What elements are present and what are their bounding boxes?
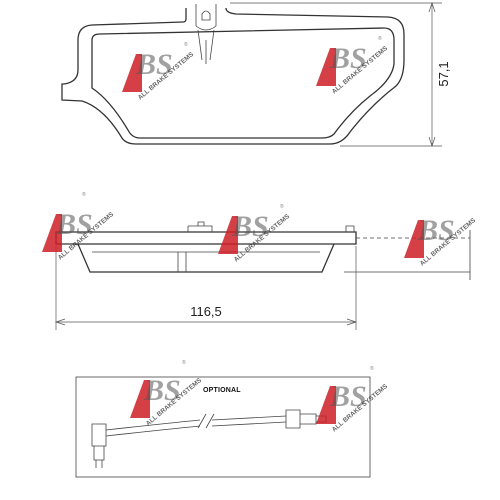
abs-watermark-logo: ALL BRAKE SYSTEMS ® (130, 359, 204, 428)
svg-text:®: ® (378, 35, 382, 42)
mounting-clip (195, 4, 217, 61)
abs-watermark-logo: ALL BRAKE SYSTEMS ® (218, 203, 292, 264)
friction-material-outline (91, 27, 395, 139)
height-dimension-label: 57,1 (436, 61, 451, 86)
abs-watermark-logo: ALL BRAKE SYSTEMS ® (122, 41, 196, 102)
svg-text:®: ® (182, 359, 186, 366)
sensor-connector (91, 423, 107, 468)
optional-label: OPTIONAL (203, 387, 241, 394)
backing-plate (55, 231, 357, 245)
height-dimension: 57,1 (230, 1, 451, 148)
width-dimension-label: 116,5 (190, 304, 222, 319)
abs-watermark-logo: ALL BRAKE SYSTEMS ® (316, 365, 390, 434)
svg-text:®: ® (184, 41, 188, 48)
abs-watermark-logo: ALL BRAKE SYSTEMS ® (42, 191, 116, 262)
abs-watermark-logo: ALL BRAKE SYSTEMS (404, 214, 478, 268)
svg-text:®: ® (280, 203, 284, 210)
width-dimension: 116,5 (54, 246, 358, 330)
sensor-cable (105, 419, 201, 437)
cable-break (197, 413, 215, 429)
svg-text:®: ® (82, 191, 86, 198)
wear-sensor-box: OPTIONAL (75, 376, 371, 478)
pad-front-view (61, 4, 405, 145)
pad-plate-outline (61, 7, 405, 145)
friction-block (77, 243, 335, 273)
side-clip (187, 221, 213, 232)
abs-watermark-logo: ALL BRAKE SYSTEMS ® (316, 35, 390, 96)
sensor-frame (75, 376, 371, 478)
svg-text:®: ® (370, 365, 374, 372)
